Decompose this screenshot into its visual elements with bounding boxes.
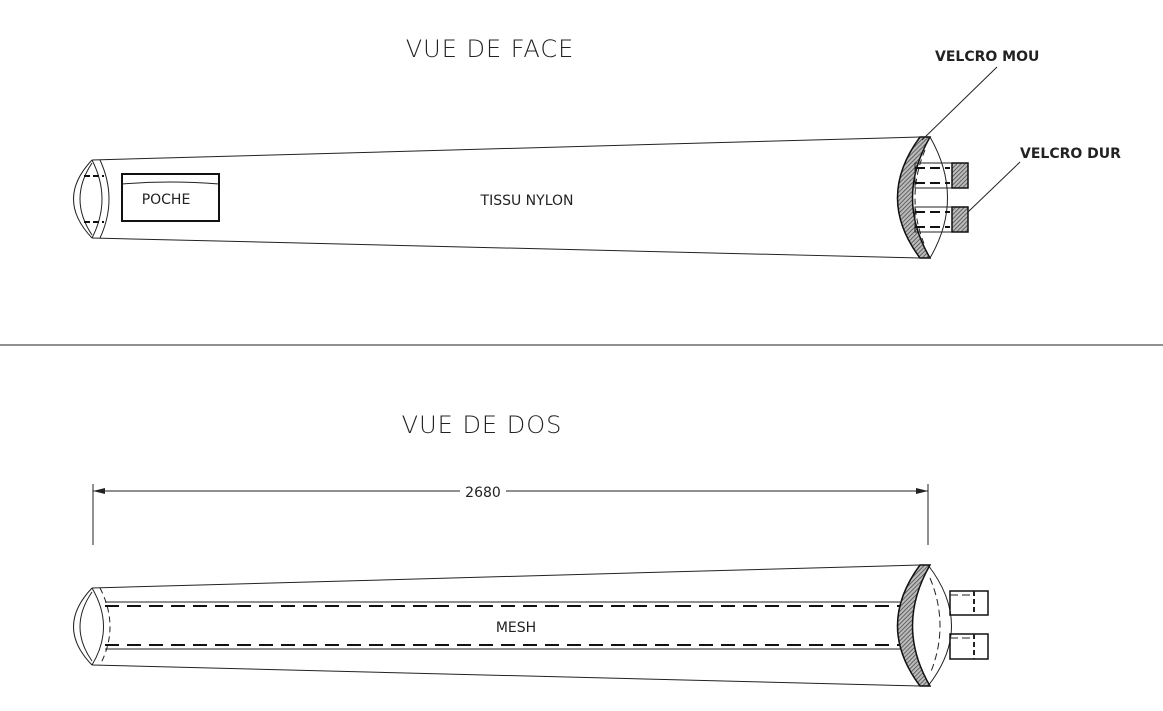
dimension-label: 2680 [465, 485, 501, 501]
mesh-panel: MESH [105, 601, 900, 650]
body-label: TISSU NYLON [480, 193, 574, 209]
front-view-title: VUE DE FACE [406, 35, 575, 63]
front-view: VUE DE FACE POCHE TISSU NYLON [73, 35, 1121, 259]
velcro-strap-bottom [949, 633, 989, 660]
velcro-strap-top [914, 162, 969, 189]
back-view-title: VUE DE DOS [402, 411, 563, 439]
back-view: VUE DE DOS 2680 MESH [73, 411, 989, 687]
front-right-end [896, 136, 969, 259]
front-tube-body [91, 136, 921, 259]
pocket: POCHE [121, 173, 220, 222]
callout-velcro-mou: VELCRO MOU [935, 49, 1039, 65]
mesh-label: MESH [496, 620, 536, 636]
leader-line-velcro-dur [967, 161, 1021, 213]
back-right-end [896, 564, 989, 687]
back-tube-body [91, 564, 921, 687]
back-left-end [73, 587, 111, 666]
velcro-strap-bottom [914, 206, 969, 233]
dimension-line: 2680 [92, 482, 929, 545]
velcro-strap-top [949, 590, 989, 616]
pocket-label: POCHE [142, 192, 191, 208]
callout-velcro-dur: VELCRO DUR [1020, 146, 1121, 162]
leader-line-velcro-mou [921, 66, 998, 141]
front-left-end [73, 159, 110, 239]
